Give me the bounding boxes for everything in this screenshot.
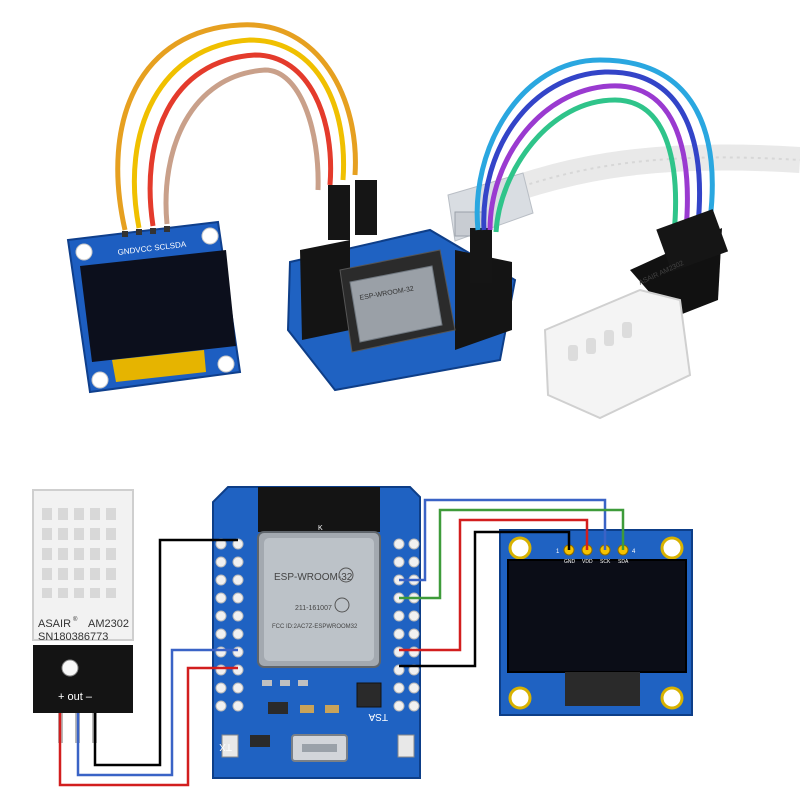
dht-brand: ASAIR bbox=[38, 618, 71, 630]
oled-pin-number-first: 1 bbox=[556, 549, 560, 555]
oled-pin-number-last: 4 bbox=[632, 549, 636, 555]
wire-oled-sck-blue bbox=[399, 498, 607, 582]
wires-dht-to-esp bbox=[58, 538, 238, 787]
reset-button-left bbox=[221, 734, 239, 758]
dht-mount-hole bbox=[61, 659, 79, 677]
photo-dht22-module: ASAIR AM2302 bbox=[543, 209, 729, 420]
oled-pin-label-vdd: VDD bbox=[582, 559, 593, 565]
esp-silk-tsa: TSA bbox=[368, 711, 388, 722]
photo-section: GNDVCC SCLSDA ESP-WROOM-32 bbox=[66, 22, 800, 420]
oled-screen bbox=[507, 559, 687, 673]
oled-pin-label-sda: SDA bbox=[618, 559, 629, 565]
wire-dht-gnd-black bbox=[93, 538, 238, 767]
wire-oled-gnd-black bbox=[399, 530, 571, 668]
dht-pin-labels: + out – bbox=[58, 691, 93, 703]
dht-serial: SN180386773 bbox=[38, 631, 108, 643]
oled-display: 1 4 GND VDD SCK SDA bbox=[499, 529, 693, 716]
esp-right-header-outer bbox=[408, 538, 420, 712]
wires-esp-to-oled bbox=[399, 498, 625, 668]
dht-vent-grid bbox=[42, 508, 116, 598]
esp-module-title: ESP-WROOM-32 bbox=[274, 572, 353, 583]
dht-reg-mark: ® bbox=[73, 616, 78, 623]
esp-antenna bbox=[258, 487, 380, 532]
reset-button-right bbox=[397, 734, 415, 758]
wire-dht-vcc-red bbox=[58, 666, 238, 787]
esp-left-header-inner bbox=[232, 538, 244, 712]
oled-pin-label-gnd: GND bbox=[564, 559, 576, 565]
oled-pin-label-sck: SCK bbox=[600, 559, 611, 565]
photo-esp32-board: ESP-WROOM-32 bbox=[286, 180, 517, 392]
esp-silk-tx: TX bbox=[219, 741, 232, 752]
esp-k-mark: K bbox=[318, 525, 323, 532]
photo-oled-module: GNDVCC SCLSDA bbox=[66, 220, 242, 394]
esp32-board: K ESP-WROOM-32 211-161007 FCC ID:2AC7Z-E… bbox=[212, 486, 421, 779]
wire-oled-vdd-red bbox=[399, 518, 589, 652]
esp-module-line3: FCC ID:2AC7Z-ESPWROOM32 bbox=[272, 624, 358, 630]
oled-ribbon bbox=[565, 672, 640, 706]
dht22-sensor: ASAIR ® AM2302 SN180386773 + out – bbox=[32, 489, 134, 743]
wire-dht-data-blue bbox=[76, 648, 238, 777]
wire-oled-sda-green bbox=[399, 508, 625, 600]
photo-oled-wires bbox=[115, 22, 358, 231]
esp-smd-components bbox=[250, 680, 382, 747]
dht-model: AM2302 bbox=[88, 618, 129, 630]
diagram-section: ASAIR ® AM2302 SN180386773 + out – K ESP… bbox=[32, 486, 693, 787]
esp-right-header-inner bbox=[393, 538, 405, 712]
esp-module-line2: 211-161007 bbox=[295, 605, 332, 612]
photo-dht-wires bbox=[474, 57, 715, 235]
